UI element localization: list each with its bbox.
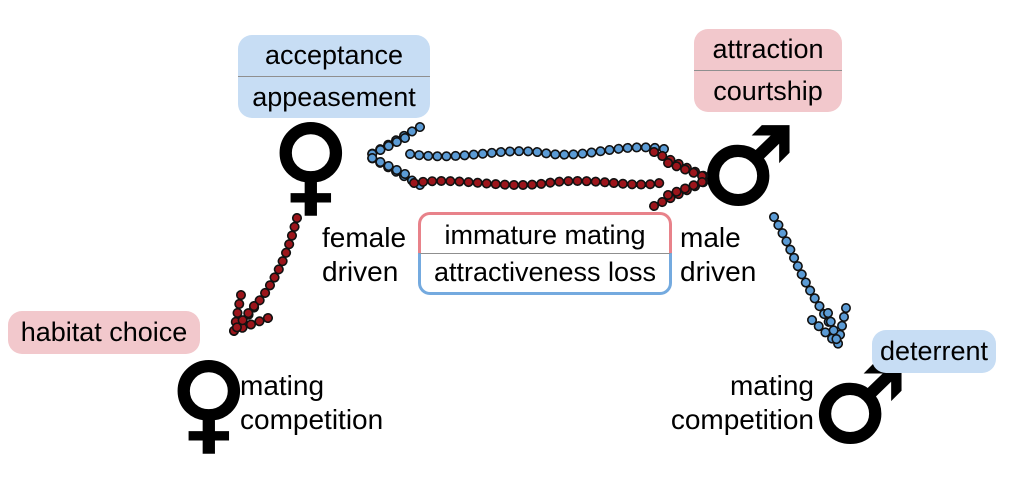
immature-mating-label: immature mating [418,212,672,253]
acceptance-label: acceptance [238,35,430,77]
label-line: mating [729,370,814,401]
habitat-choice-box: habitat choice [8,311,200,354]
attraction-courtship-box: attraction courtship [694,29,842,112]
arrow-mutual-red-right [409,147,715,211]
label-line: competition [670,404,814,435]
attractiveness-loss-label: attractiveness loss [418,253,672,295]
courtship-label: courtship [713,76,823,106]
female-icon-bottom: ♀ [169,341,250,464]
arrow-mutual-blue-left [363,122,669,190]
mating-competition-right-label: mating competition [618,369,814,437]
deterrent-box: deterrent [872,330,996,373]
label-line: mating [240,370,325,401]
female-driven-label: female driven [322,221,406,289]
appeasement-label: appeasement [252,82,416,112]
immature-mating-box: immature mating attractiveness loss [418,212,672,295]
male-driven-label: male driven [680,221,756,289]
label-line: female [322,222,407,253]
label-line: driven [680,256,757,287]
habitat-choice-label: habitat choice [20,317,188,347]
label-line: driven [322,256,399,287]
label-line: competition [240,404,384,435]
mating-competition-left-label: mating competition [240,369,383,437]
arrow-male-to-deterrent [769,212,851,349]
arrow-female-to-habitat [229,213,302,336]
label-line: male [680,222,741,253]
deterrent-label: deterrent [879,336,989,366]
female-icon-top: ♀ [271,103,352,226]
acceptance-appeasement-box: acceptance appeasement [238,35,430,118]
male-icon-top: ♂ [698,105,796,228]
attraction-label: attraction [694,29,842,71]
